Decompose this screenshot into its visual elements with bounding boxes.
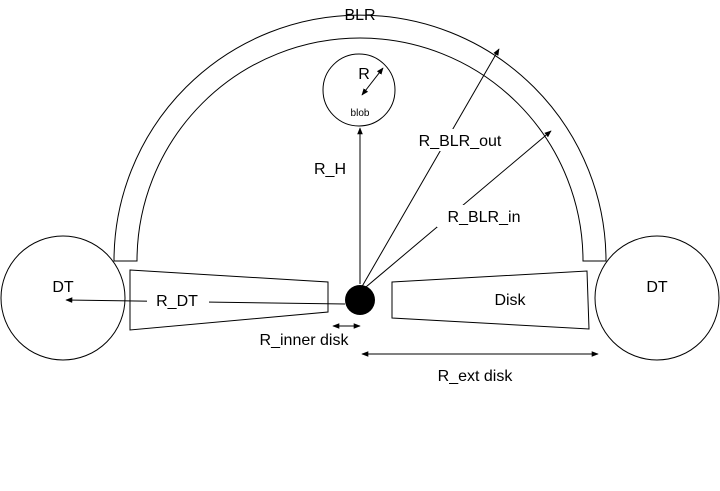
r-inner-disk-label: R_inner disk [260, 332, 350, 349]
blr-shell [113, 14, 607, 262]
blob-radius-arrow [361, 67, 384, 96]
r-h-label: R_H [314, 161, 346, 178]
blr-label: BLR [344, 7, 375, 24]
blob-radius-label: R [358, 66, 370, 83]
disk-label: Disk [494, 292, 526, 309]
dt-right-circle [594, 235, 720, 361]
r-blr-out-label: R_BLR_out [419, 133, 502, 150]
blob-label: blob [351, 108, 370, 119]
r-ext-disk-label: R_ext disk [438, 368, 514, 385]
dt-left-label: DT [52, 279, 74, 296]
disk-left [129, 269, 329, 331]
central-black-hole [345, 285, 375, 315]
dt-left-circle [0, 235, 126, 361]
disk-right [391, 270, 590, 330]
r-dt-label: R_DT [156, 293, 198, 310]
r-blr-out-arrow [359, 48, 500, 291]
dt-right-label: DT [646, 279, 668, 296]
r-blr-in-label: R_BLR_in [448, 209, 521, 226]
